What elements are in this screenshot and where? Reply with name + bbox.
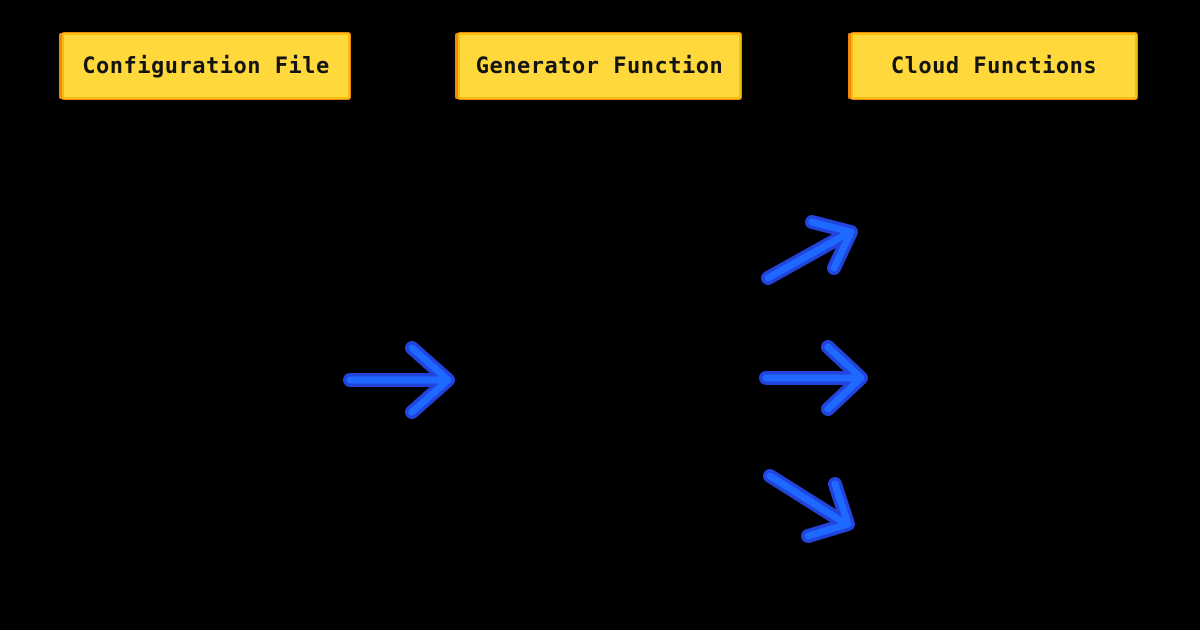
node-generator-function-label: Generator Function: [475, 53, 724, 79]
node-generator-function: Generator Function: [458, 33, 741, 99]
node-configuration-file: Configuration File: [62, 33, 350, 99]
arrow-config-to-generator-icon: [350, 348, 448, 412]
arrow-generator-to-cloud-middle-icon: [766, 347, 861, 409]
node-configuration-file-label: Configuration File: [82, 53, 330, 79]
arrow-generator-to-cloud-top-icon: [768, 222, 851, 278]
arrow-generator-to-cloud-bottom-icon: [770, 476, 848, 536]
node-cloud-functions: Cloud Functions: [851, 33, 1137, 99]
node-cloud-functions-label: Cloud Functions: [890, 53, 1098, 79]
